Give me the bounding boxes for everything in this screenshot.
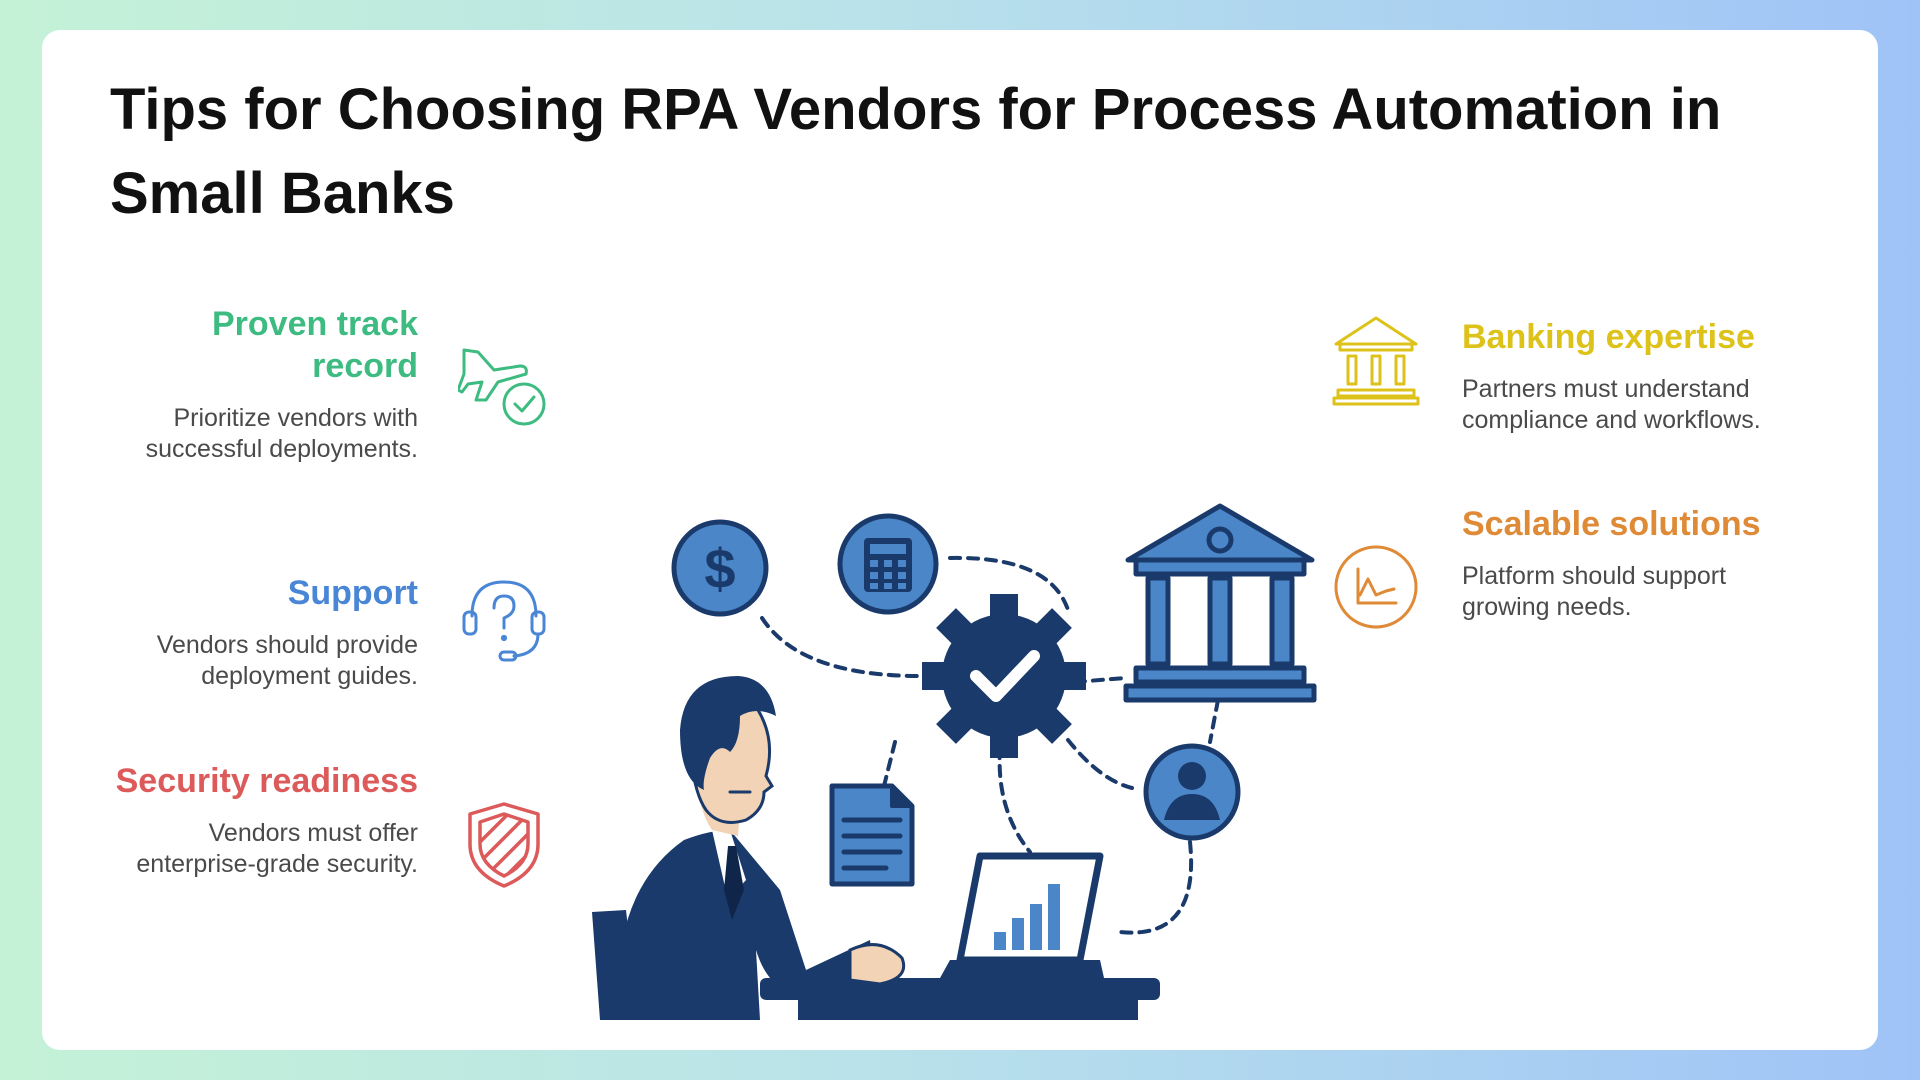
desk (760, 978, 1160, 1020)
tip-proven-track-record: Proven track record Prioritize vendors w… (98, 303, 418, 465)
tip-banking-expertise: Banking expertise Partners must understa… (1462, 316, 1782, 436)
bank-building-icon (1123, 503, 1317, 703)
user-icon (1143, 743, 1241, 841)
tip-title: Banking expertise (1462, 318, 1755, 356)
bank-icon (1332, 316, 1420, 406)
tip-description: Vendors should provide deployment guides… (156, 631, 418, 690)
page-title: Tips for Choosing RPA Vendors for Proces… (110, 77, 1722, 226)
headset-question-icon (462, 580, 546, 662)
calculator-icon (837, 513, 939, 615)
tip-description: Platform should support growing needs. (1462, 562, 1727, 621)
document-icon (829, 783, 915, 887)
tip-description: Prioritize vendors with successful deplo… (145, 404, 418, 463)
tip-title: Proven track record (212, 305, 418, 385)
line-chart-icon (1334, 545, 1418, 629)
tip-description: Partners must understand compliance and … (1462, 375, 1761, 434)
infographic-card (42, 30, 1878, 1050)
dollar-icon: $ (671, 519, 769, 617)
airplane-check-icon (458, 348, 546, 426)
rpa-illustration: $ (592, 503, 1317, 1020)
tip-title: Support (287, 574, 418, 612)
tip-title: Scalable solutions (1462, 505, 1761, 543)
gear-check-icon (922, 594, 1086, 758)
tip-description: Vendors must offer enterprise-grade secu… (136, 819, 418, 878)
svg-text:$: $ (704, 537, 735, 600)
person-figure (617, 676, 906, 1020)
tip-security-readiness: Security readiness Vendors must offer en… (98, 760, 418, 880)
dashed-connectors (760, 555, 1220, 935)
shield-icon (468, 802, 540, 888)
laptop (940, 852, 1104, 978)
tip-title: Security readiness (115, 762, 418, 800)
tip-support: Support Vendors should provide deploymen… (98, 572, 418, 692)
tip-scalable-solutions: Scalable solutions Platform should suppo… (1462, 503, 1782, 623)
